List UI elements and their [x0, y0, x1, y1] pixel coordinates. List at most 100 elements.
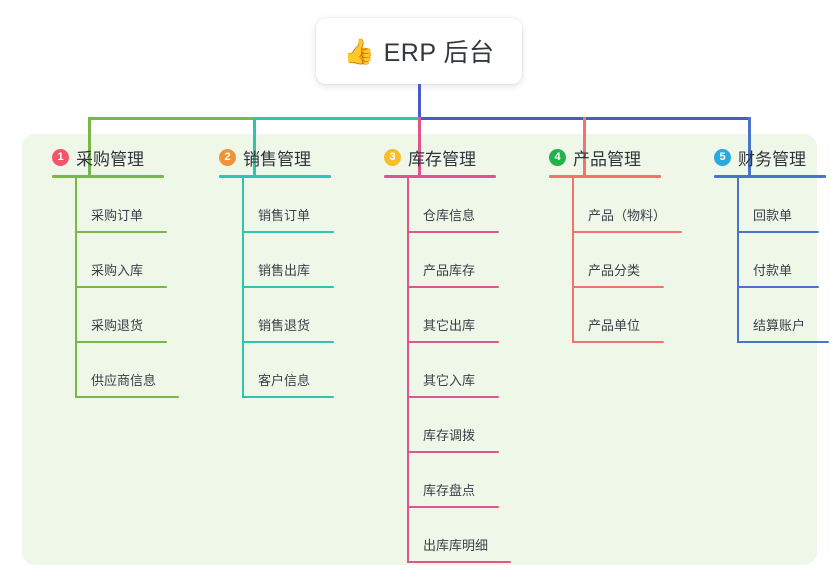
branch-item[interactable]: 产品（物料）	[572, 178, 692, 233]
branch-header-rule	[549, 175, 661, 178]
branch-item-label: 采购订单	[91, 208, 144, 223]
branch-item[interactable]: 销售出库	[242, 233, 344, 288]
branch-item-rule	[737, 231, 819, 233]
branch-item[interactable]: 库存调拨	[407, 398, 509, 453]
branch-item[interactable]: 库存盘点	[407, 453, 509, 508]
branch-item-rule	[407, 451, 499, 453]
branch-spine	[242, 178, 244, 398]
branch-item-rule	[75, 341, 167, 343]
branch-header-rule	[714, 175, 826, 178]
branch-item[interactable]: 其它出库	[407, 288, 509, 343]
branch-title: 产品管理	[573, 149, 641, 169]
branch-drop-wire-3	[418, 117, 421, 175]
branch-title: 销售管理	[243, 149, 311, 169]
branch-item-rule	[572, 286, 664, 288]
branch-spine	[737, 178, 739, 343]
branch-header-1[interactable]: 1 采购管理	[36, 146, 144, 169]
branch-item-label: 产品库存	[423, 263, 476, 278]
branch-item-label: 库存盘点	[423, 483, 476, 498]
branch-header-rule	[384, 175, 496, 178]
branch-item-rule	[242, 286, 334, 288]
branch-item[interactable]: 采购订单	[75, 178, 177, 233]
branch-number-badge: 5	[714, 148, 731, 166]
branch-item-label: 付款单	[753, 263, 793, 278]
branch-drop-wire-1	[88, 117, 91, 175]
branch-item-rule	[572, 341, 664, 343]
branch-number-badge: 1	[52, 148, 69, 166]
branch-title: 采购管理	[76, 149, 144, 169]
branch-item[interactable]: 产品单位	[572, 288, 674, 343]
branch-drop-wire-4	[583, 117, 586, 175]
branch-spine	[407, 178, 409, 563]
branches-panel	[22, 134, 817, 565]
branch-item-label: 供应商信息	[91, 373, 157, 388]
root-node[interactable]: 👍 ERP 后台	[316, 18, 522, 84]
branch-item[interactable]: 采购入库	[75, 233, 177, 288]
branch-item-label: 采购入库	[91, 263, 144, 278]
branch-item-label: 仓库信息	[423, 208, 476, 223]
branch-item-label: 产品分类	[588, 263, 641, 278]
branch-item[interactable]: 销售退货	[242, 288, 344, 343]
branch-item-label: 客户信息	[258, 373, 311, 388]
branch-item[interactable]: 仓库信息	[407, 178, 509, 233]
branch-item-label: 采购退货	[91, 318, 144, 333]
branch-item-rule	[407, 286, 499, 288]
branch-drop-wire-2	[253, 117, 256, 175]
branch-item[interactable]: 销售订单	[242, 178, 344, 233]
branch-item[interactable]: 结算账户	[737, 288, 839, 343]
branch-item-label: 结算账户	[753, 318, 806, 333]
branch-item-rule	[407, 341, 499, 343]
trunk-segment-1	[88, 117, 256, 120]
branch-header-3[interactable]: 3 库存管理	[368, 146, 476, 169]
branch-item-rule	[242, 231, 334, 233]
branch-item[interactable]: 供应商信息	[75, 343, 189, 398]
branch-item-label: 出库库明细	[423, 538, 489, 553]
branch-item-rule	[407, 231, 499, 233]
branch-spine	[572, 178, 574, 343]
branch-item-rule	[407, 561, 511, 563]
root-stem-wire	[418, 84, 421, 120]
branch-item[interactable]: 付款单	[737, 233, 829, 288]
branch-item-label: 回款单	[753, 208, 793, 223]
branch-item-label: 销售出库	[258, 263, 311, 278]
branch-item[interactable]: 出库库明细	[407, 508, 521, 563]
branch-item-rule	[407, 396, 499, 398]
branch-number-badge: 3	[384, 148, 401, 166]
thumbs-up-icon: 👍	[343, 37, 375, 66]
branch-item-label: 产品（物料）	[588, 208, 667, 223]
branch-item-label: 销售退货	[258, 318, 311, 333]
branch-spine	[75, 178, 77, 398]
branch-header-2[interactable]: 2 销售管理	[203, 146, 311, 169]
trunk-segment-2	[253, 117, 421, 120]
branch-item-rule	[75, 231, 167, 233]
branch-column-3: 3 库存管理仓库信息产品库存其它出库其它入库库存调拨库存盘点出库库明细	[368, 146, 511, 563]
branch-item-rule	[75, 286, 167, 288]
branch-item[interactable]: 产品分类	[572, 233, 674, 288]
branch-header-rule	[219, 175, 331, 178]
branch-item[interactable]: 其它入库	[407, 343, 509, 398]
branch-item[interactable]: 客户信息	[242, 343, 344, 398]
branch-title: 库存管理	[408, 149, 476, 169]
branch-header-5[interactable]: 5 财务管理	[698, 146, 806, 169]
branch-item[interactable]: 产品库存	[407, 233, 509, 288]
branch-item-rule	[737, 341, 829, 343]
branch-item-rule	[75, 396, 179, 398]
branch-title: 财务管理	[738, 149, 806, 169]
branch-drop-wire-5	[748, 117, 751, 175]
branch-item[interactable]: 回款单	[737, 178, 829, 233]
branch-column-5: 5 财务管理回款单付款单结算账户	[698, 146, 829, 343]
branch-item-label: 产品单位	[588, 318, 641, 333]
branch-item-rule	[242, 341, 334, 343]
branch-header-rule	[52, 175, 164, 178]
branch-item-rule	[737, 286, 819, 288]
branch-item-label: 其它入库	[423, 373, 476, 388]
branch-column-1: 1 采购管理采购订单采购入库采购退货供应商信息	[36, 146, 179, 398]
branch-item[interactable]: 采购退货	[75, 288, 177, 343]
branch-item-label: 其它出库	[423, 318, 476, 333]
branch-number-badge: 2	[219, 148, 236, 166]
